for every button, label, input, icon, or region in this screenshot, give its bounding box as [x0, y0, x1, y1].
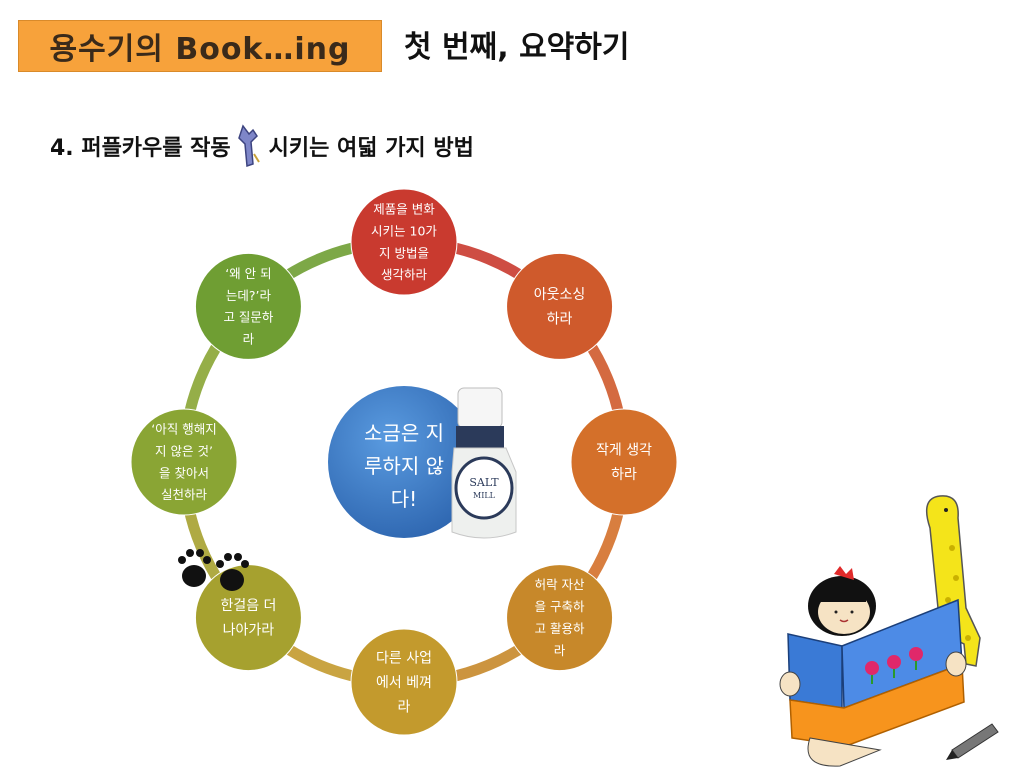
- svg-text:MILL: MILL: [473, 491, 496, 500]
- step-label-line: 한걸음 더: [220, 598, 276, 614]
- step-label-line: 는데?’라: [226, 288, 272, 303]
- center-label-line: 소금은 지: [364, 421, 444, 445]
- salt-mill-image: SALT MILL: [451, 387, 517, 539]
- step-label-line: 하라: [547, 312, 573, 328]
- step-label-line: ‘아직 행해지: [151, 422, 216, 437]
- step-label-line: 다른 사업: [376, 650, 432, 666]
- step-circle-5: [350, 628, 458, 736]
- step-label-line: ‘왜 안 되: [225, 266, 271, 281]
- step-circle-1: [350, 188, 458, 296]
- wrench-icon: [237, 124, 260, 168]
- step-label-line: 을 구축하: [535, 599, 585, 614]
- step-label-line: 라: [243, 332, 255, 347]
- step-circle-2: [506, 252, 614, 360]
- step-label-line: 허락 자산: [535, 577, 585, 592]
- girl-reading-illustration: [770, 488, 1024, 768]
- step-label-line: 아웃소싱: [534, 287, 586, 303]
- step-label-line: 라: [554, 643, 566, 658]
- step-node-3: 작게 생각하라: [570, 408, 678, 516]
- step-label-line: 에서 베껴: [376, 675, 432, 691]
- step-circle-7: [130, 408, 238, 516]
- step-label-line: 지 방법을: [379, 245, 429, 260]
- center-label-line: 다!: [391, 487, 417, 511]
- logo-text: 용수기의 Book…ing: [49, 32, 351, 67]
- step-label-line: 지 않은 것’: [155, 443, 213, 458]
- paw-prints-icon: [178, 549, 249, 591]
- step-label-line: 을 찾아서: [159, 465, 209, 480]
- center-label-line: 루하지 않: [364, 454, 444, 478]
- step-label-line: 고 활용하: [535, 621, 585, 636]
- logo-banner: 용수기의 Book…ing: [18, 20, 382, 72]
- step-label-line: 시키는 10가: [371, 223, 437, 238]
- step-circle-4: [506, 564, 614, 672]
- center-circle: [328, 386, 480, 538]
- step-label-line: 생각하라: [381, 267, 428, 282]
- step-label-line: 라: [398, 699, 411, 715]
- step-circle-8: [194, 252, 302, 360]
- step-label-line: 나아가라: [223, 623, 275, 639]
- heading-part-1: 4. 퍼플카우를 작동: [50, 136, 231, 161]
- step-label-line: 제품을 변화: [373, 202, 435, 217]
- step-circle-3: [570, 408, 678, 516]
- section-heading: 4. 퍼플카우를 작동 시키는 여덟 가지 방법: [50, 124, 474, 168]
- step-label-line: 하라: [611, 467, 637, 483]
- step-label-line: 실천하라: [161, 487, 208, 502]
- svg-text:SALT: SALT: [469, 476, 499, 489]
- heading-part-2: 시키는 여덟 가지 방법: [268, 136, 474, 161]
- step-label-line: 작게 생각: [596, 443, 652, 459]
- page-title: 첫 번째, 요약하기: [404, 30, 630, 65]
- step-label-line: 고 질문하: [223, 310, 273, 325]
